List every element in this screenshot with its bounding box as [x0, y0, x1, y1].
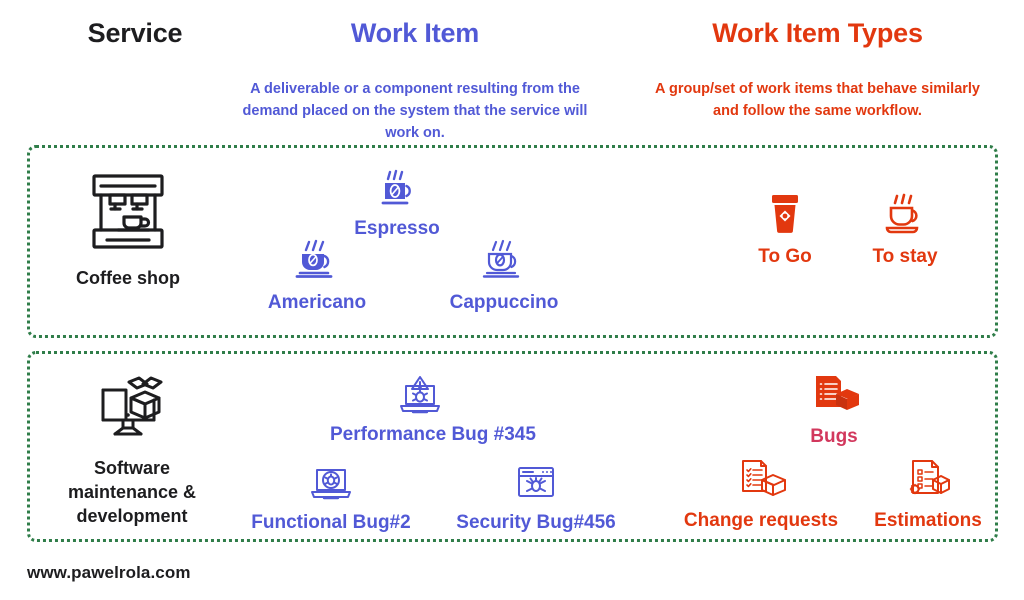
work-item-type-label: Estimations: [874, 510, 982, 531]
work-item-label: Performance Bug #345: [330, 424, 536, 445]
laptop-bug-icon: [238, 462, 424, 511]
work-item-label: Espresso: [354, 218, 440, 239]
service-label: Coffee shop: [75, 268, 180, 288]
cup-and-saucer-icon: [840, 192, 970, 245]
column-header-work-item-types: Work Item Types: [712, 18, 923, 48]
work-item-espresso: Espresso: [322, 168, 472, 240]
work-item-type-label: To Go: [758, 246, 812, 267]
column-headers: Service Work Item Work Item Types: [0, 18, 1024, 64]
service-software-maintenance: Software maintenance & development: [52, 372, 212, 529]
espresso-cup-icon: [322, 168, 472, 217]
work-item-security-bug: Security Bug#456: [443, 462, 629, 534]
work-item-label: Americano: [267, 292, 367, 313]
description-work-item: A deliverable or a component resulting f…: [242, 81, 588, 142]
work-item-label: Cappuccino: [449, 292, 559, 313]
work-item-label: Security Bug#456: [456, 512, 616, 533]
checklist-box-icon: [664, 458, 858, 509]
work-item-label: Functional Bug#2: [251, 512, 411, 533]
work-item-type-estimations: Estimations: [858, 458, 998, 532]
work-item-type-to-go: To Go: [720, 192, 850, 268]
work-item-type-to-stay: To stay: [840, 192, 970, 268]
row-coffee-shop: [27, 145, 998, 338]
takeaway-cup-icon: [720, 192, 850, 245]
browser-bug-icon: [443, 462, 629, 511]
column-header-service: Service: [87, 18, 183, 48]
estimation-doc-icon: [858, 458, 998, 509]
monitor-package-icon: [52, 372, 212, 449]
description-work-item-types: A group/set of work items that behave si…: [655, 81, 980, 120]
laptop-warning-icon: [330, 372, 510, 423]
service-coffee-shop: Coffee shop: [58, 172, 198, 291]
work-item-functional-bug: Functional Bug#2: [238, 462, 424, 534]
cappuccino-cup-icon: [424, 238, 584, 291]
work-item-performance-bug: Performance Bug #345: [330, 372, 536, 446]
documents-box-icon: [768, 372, 900, 425]
row-software-maintenance: [27, 351, 998, 542]
work-item-type-label: Bugs: [810, 426, 858, 447]
work-item-type-bugs: Bugs: [768, 372, 900, 448]
work-item-type-change-requests: Change requests: [664, 458, 858, 532]
footer-website-url: www.pawelrola.com: [27, 563, 191, 582]
column-header-work-item: Work Item: [350, 18, 480, 48]
work-item-cappuccino: Cappuccino: [424, 238, 584, 314]
service-label: Software maintenance & development: [67, 458, 197, 526]
americano-cup-icon: [242, 238, 392, 291]
espresso-machine-icon: [58, 172, 198, 259]
work-item-type-label: To stay: [872, 246, 938, 267]
work-item-type-label: Change requests: [683, 510, 839, 531]
work-item-americano: Americano: [242, 238, 392, 314]
